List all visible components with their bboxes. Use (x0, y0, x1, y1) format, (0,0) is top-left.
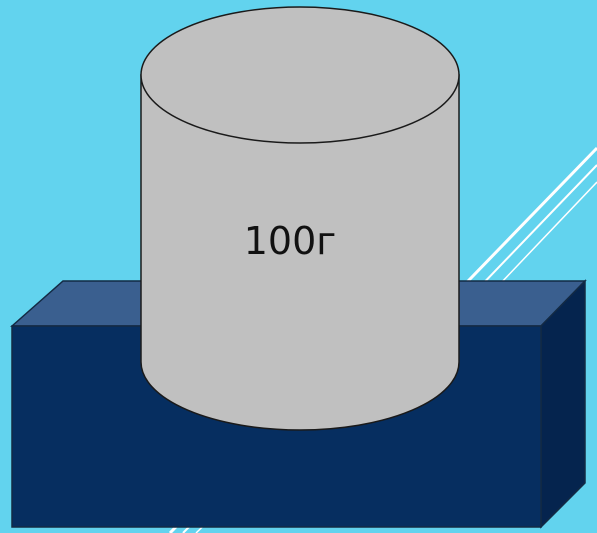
weight-cylinder: 100г (141, 7, 459, 430)
cylinder-top (141, 7, 459, 143)
weight-label: 100г (244, 219, 337, 263)
